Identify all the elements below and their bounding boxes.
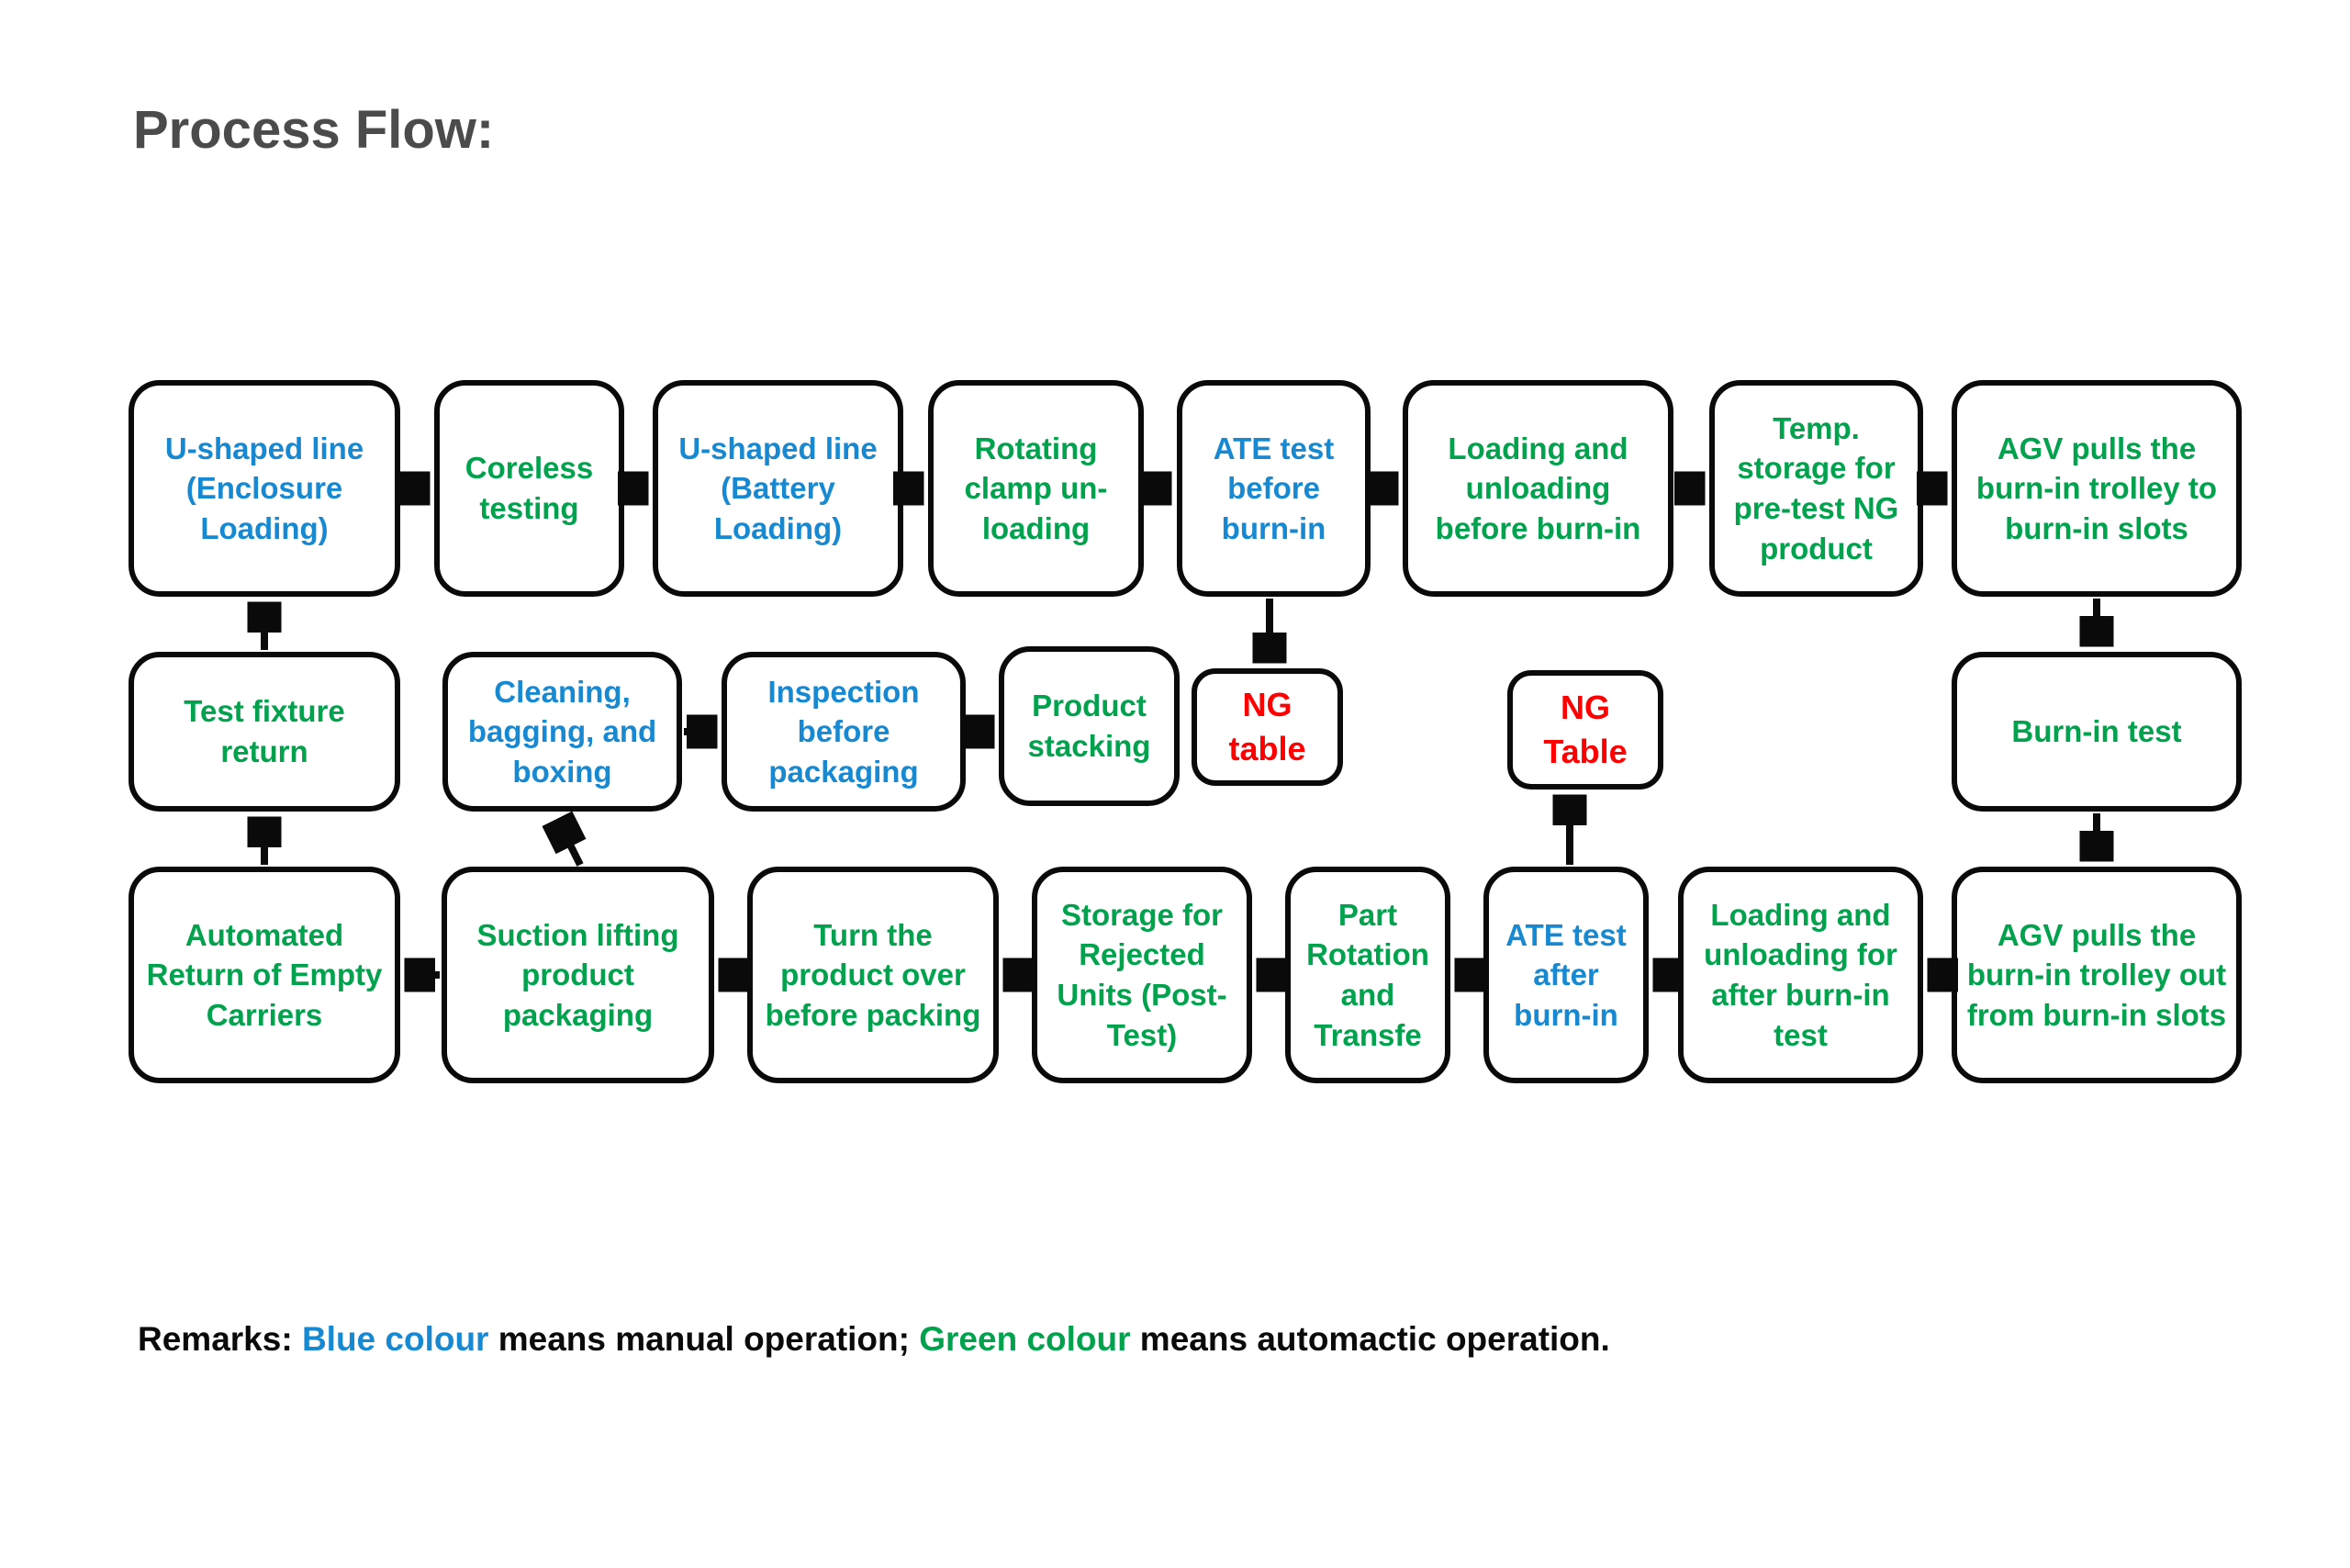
node-agv-pulls-out-from-slots: AGV pulls the burn-in trolley out from b… xyxy=(1952,867,2242,1083)
node-ate-test-after-burn-in: ATE test after burn-in xyxy=(1483,867,1649,1083)
node-storage-rejected-units: Storage for Rejected Units (Post-Test) xyxy=(1032,867,1252,1083)
remarks-legend: Remarks: Blue colour means manual operat… xyxy=(138,1320,1610,1359)
node-agv-pulls-to-burn-in-slots: AGV pulls the burn-in trolley to burn-in… xyxy=(1952,380,2242,597)
remarks-suffix: means automactic operation. xyxy=(1130,1320,1610,1358)
node-cleaning-bagging-boxing: Cleaning, bagging, and boxing xyxy=(442,652,682,812)
node-product-stacking: Product stacking xyxy=(999,646,1180,806)
remarks-middle: means manual operation; xyxy=(488,1320,920,1358)
node-rotating-clamp-unloading: Rotating clamp un-loading xyxy=(928,380,1144,597)
remarks-green-label: Green colour xyxy=(919,1320,1131,1358)
node-turn-product-over: Turn the product over before packing xyxy=(747,867,999,1083)
node-loading-unloading-after: Loading and unloading for after burn-in … xyxy=(1678,867,1923,1083)
node-u-shaped-line-battery-loading: U-shaped line (Battery Loading) xyxy=(653,380,903,597)
node-inspection-before-packaging: Inspection before packaging xyxy=(722,652,966,812)
page-title: Process Flow: xyxy=(133,100,495,160)
remarks-blue-label: Blue colour xyxy=(301,1320,489,1358)
node-ate-test-before-burn-in: ATE test before burn-in xyxy=(1177,380,1371,597)
node-suction-lifting-packaging: Suction lifting product packaging xyxy=(442,867,714,1083)
remarks-prefix: Remarks: xyxy=(138,1320,302,1358)
node-u-shaped-line-enclosure-loading: U-shaped line (Enclosure Loading) xyxy=(129,380,400,597)
node-temp-storage-pretest-ng: Temp. storage for pre-test NG product xyxy=(1709,380,1923,597)
node-part-rotation-transfer: Part Rotation and Transfe xyxy=(1285,867,1450,1083)
node-coreless-testing: Coreless testing xyxy=(434,380,624,597)
node-test-fixture-return: Test fixture return xyxy=(129,652,400,812)
node-ng-table-1: NG table xyxy=(1192,668,1343,786)
node-loading-unloading-before: Loading and unloading before burn-in xyxy=(1403,380,1673,597)
node-ng-table-2: NG Table xyxy=(1507,670,1663,790)
arrow-suction-to-cleaning xyxy=(558,821,580,867)
node-automated-return-empty-carriers: Automated Return of Empty Carriers xyxy=(129,867,400,1083)
node-burn-in-test: Burn-in test xyxy=(1952,652,2242,812)
